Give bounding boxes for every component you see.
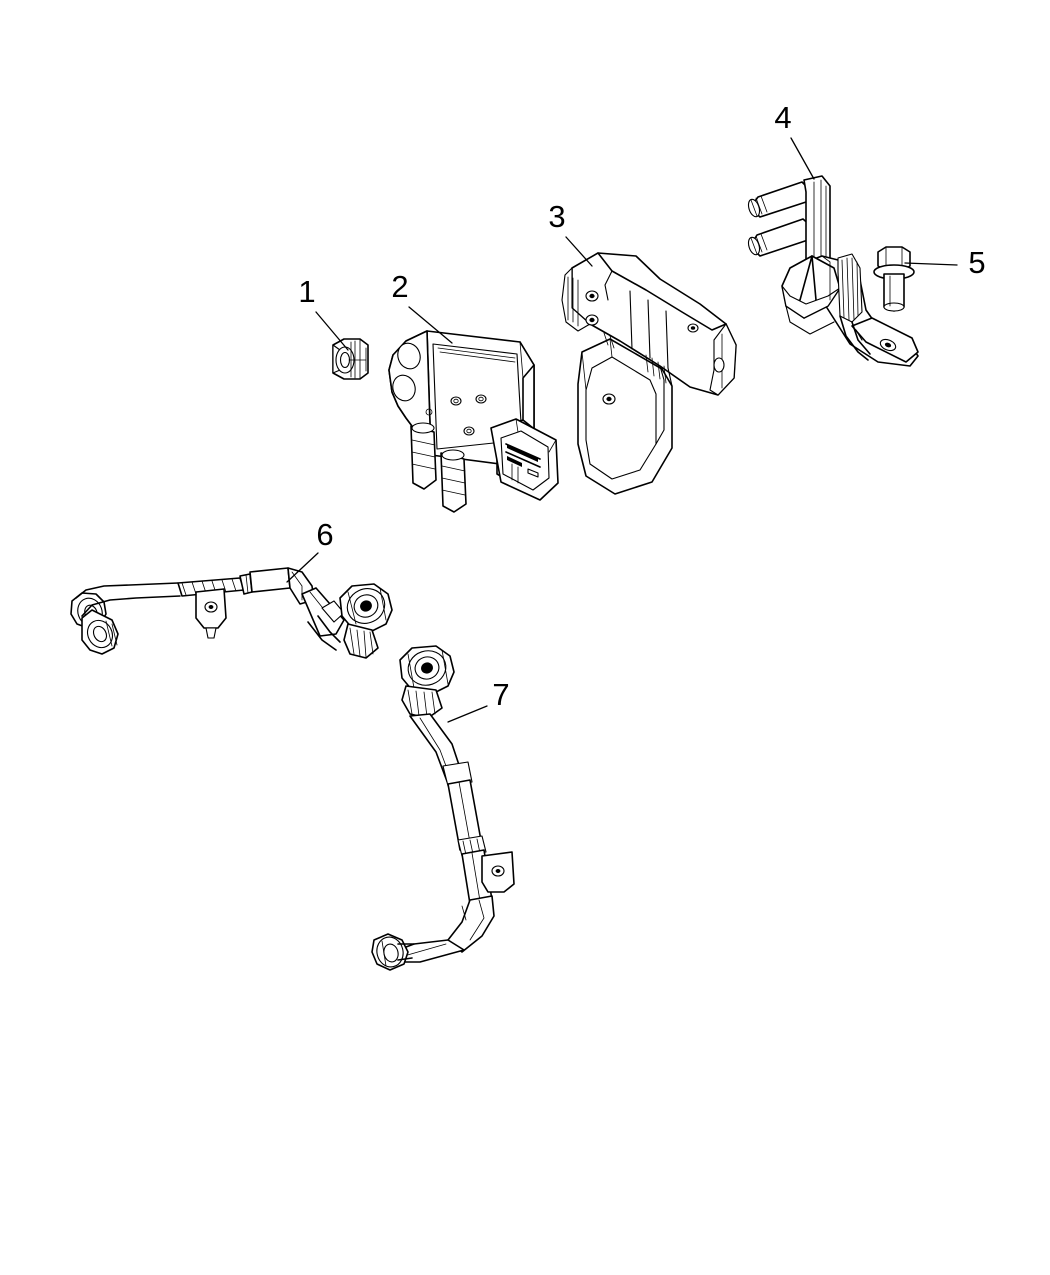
callout-3-leader [565,236,593,267]
part-5-hex-flange-bolt[interactable] [873,246,915,312]
callout-3-number: 3 [548,199,565,234]
callout-group: 1 2 3 4 5 6 7 [286,100,986,723]
part-7-pressure-tube-lower[interactable] [371,645,515,971]
callout-1-leader [315,311,349,351]
callout-4-leader [790,137,815,180]
callout-4[interactable]: 4 [774,100,815,180]
callout-7[interactable]: 7 [447,677,510,723]
part-3-sensor-mounting-bracket[interactable] [561,252,737,495]
callout-5-number: 5 [968,245,985,280]
callout-6-leader [286,552,319,583]
callout-3[interactable]: 3 [548,199,593,267]
callout-1-number: 1 [298,274,315,309]
callout-2-number: 2 [391,269,408,304]
part-1-grommet-isolator[interactable] [332,338,369,380]
callout-6-number: 6 [316,517,333,552]
callout-5-leader [904,262,958,266]
callout-7-number: 7 [492,677,509,712]
part-4-support-bracket-with-tubes[interactable] [746,175,919,367]
callout-1[interactable]: 1 [298,274,349,351]
callout-7-leader [447,705,488,723]
callout-4-number: 4 [774,100,791,135]
part-6-pressure-tube-upper[interactable] [70,567,393,659]
callout-2-leader [408,306,453,344]
part-2-differential-pressure-sensor[interactable] [388,330,559,513]
callout-2[interactable]: 2 [391,269,453,344]
callout-5[interactable]: 5 [904,245,986,280]
callout-6[interactable]: 6 [286,517,334,583]
